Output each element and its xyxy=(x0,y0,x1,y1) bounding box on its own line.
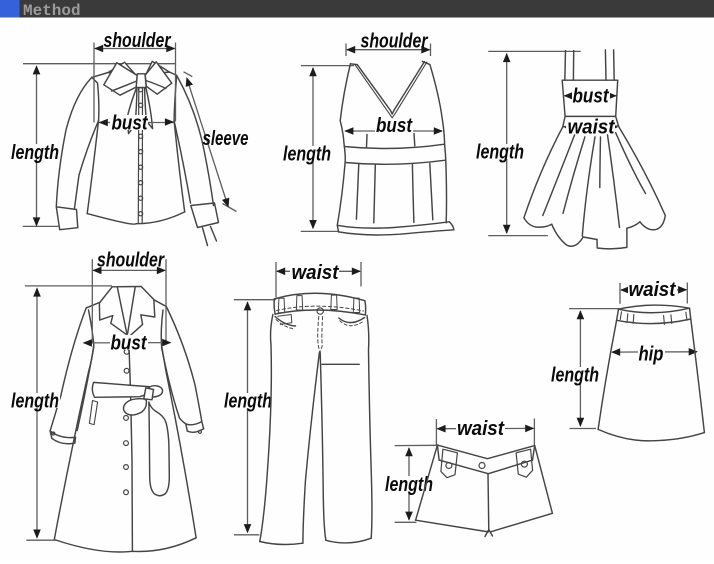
svg-text:bust: bust xyxy=(376,115,413,137)
svg-text:shoulder: shoulder xyxy=(97,250,165,272)
svg-text:length: length xyxy=(551,365,599,387)
svg-text:waist: waist xyxy=(629,279,677,301)
svg-text:length: length xyxy=(11,391,59,413)
svg-text:shoulder: shoulder xyxy=(361,31,429,53)
svg-text:hip: hip xyxy=(639,344,664,366)
svg-text:shoulder: shoulder xyxy=(104,30,172,52)
svg-text:waist: waist xyxy=(457,418,505,440)
svg-text:length: length xyxy=(283,144,331,166)
svg-text:bust: bust xyxy=(112,113,149,135)
svg-text:bust: bust xyxy=(111,333,148,355)
svg-text:bust: bust xyxy=(573,86,610,108)
svg-text:sleeve: sleeve xyxy=(203,128,249,150)
svg-text:length: length xyxy=(11,142,59,164)
svg-text:length: length xyxy=(224,391,272,413)
svg-text:Method: Method xyxy=(23,2,81,20)
svg-text:waist: waist xyxy=(292,262,340,284)
svg-text:length: length xyxy=(476,141,524,163)
